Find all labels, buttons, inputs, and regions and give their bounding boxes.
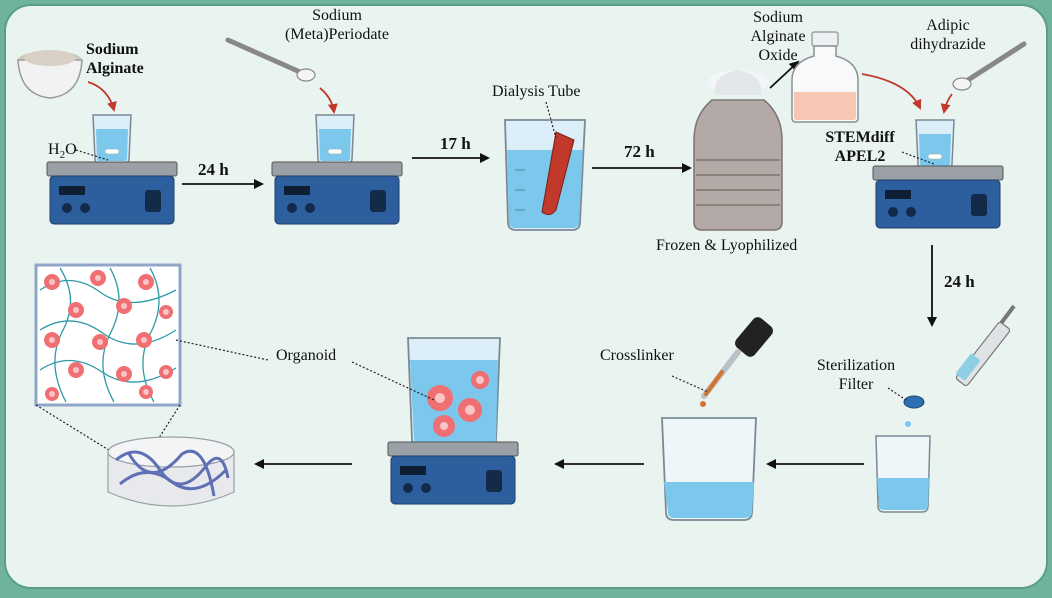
sterilization-line1: Sterilization bbox=[816, 357, 896, 374]
hydrogel-disc-icon bbox=[107, 436, 235, 507]
alginate-bowl-icon bbox=[17, 50, 83, 99]
crosslinker-beaker-icon bbox=[661, 417, 757, 521]
periodate-line1: Sodium bbox=[312, 7, 362, 24]
water-o: O bbox=[65, 141, 77, 158]
time-step-4: 24 h bbox=[944, 272, 975, 291]
crosslinker-label: Crosslinker bbox=[600, 347, 674, 364]
periodate-line2: (Meta)Periodate bbox=[285, 26, 389, 43]
spatula-icon-2 bbox=[952, 41, 1027, 91]
dialysis-tube-label: Dialysis Tube bbox=[492, 83, 581, 100]
organoid-pointer-right bbox=[351, 361, 435, 401]
dialysis-beaker-icon bbox=[504, 119, 586, 231]
diagram-panel bbox=[4, 4, 1048, 589]
water-h: H bbox=[48, 141, 60, 158]
sodium-alginate-line1: Sodium bbox=[86, 41, 139, 58]
stemdiff-line1: STEMdiff bbox=[825, 129, 895, 146]
beaker-icon bbox=[92, 114, 132, 164]
filtered-beaker-icon bbox=[875, 435, 931, 513]
frozen-label: Frozen & Lyophilized bbox=[656, 237, 798, 254]
crosslinker-pointer bbox=[671, 375, 709, 393]
stemdiff-pointer bbox=[901, 151, 935, 165]
arrow-to-oxide bbox=[769, 60, 800, 89]
time-step-1: 24 h bbox=[198, 160, 229, 179]
organoid-label: Organoid bbox=[276, 347, 337, 364]
adipic-line1: Adipic bbox=[926, 17, 970, 34]
adipic-label: Adipic dihydrazide bbox=[900, 16, 996, 54]
syringe-filter-icon bbox=[903, 304, 1016, 427]
add-arrow-adipic bbox=[940, 93, 953, 114]
organoid-icon bbox=[427, 371, 489, 437]
time-step-2: 17 h bbox=[440, 134, 471, 153]
water-pointer bbox=[75, 149, 109, 161]
adipic-line2: dihydrazide bbox=[910, 36, 986, 53]
add-arrow-2 bbox=[319, 87, 338, 114]
spatula-icon bbox=[225, 37, 316, 82]
oxide-line2: Alginate bbox=[750, 28, 806, 45]
sterilization-line2: Filter bbox=[838, 376, 874, 393]
beaker-icon-3 bbox=[915, 119, 955, 169]
inset-pointer-left bbox=[35, 404, 113, 453]
water-sub: 2 bbox=[59, 149, 66, 162]
dropper-icon bbox=[700, 317, 773, 407]
time-step-3: 72 h bbox=[624, 142, 655, 161]
hot-plate-icon bbox=[46, 161, 178, 225]
inset-pointer-right bbox=[149, 404, 181, 453]
beaker-icon-2 bbox=[315, 114, 355, 164]
vial-icon bbox=[791, 31, 859, 123]
hydrogel-network-icon bbox=[34, 263, 182, 407]
sodium-alginate-line2: Alginate bbox=[86, 60, 144, 77]
periodate-label: Sodium (Meta)Periodate bbox=[262, 6, 412, 44]
water-label: H2O bbox=[48, 140, 77, 165]
add-arrow-oxide bbox=[861, 73, 922, 110]
stemdiff-line2: APEL2 bbox=[834, 148, 886, 165]
hot-plate-icon-3 bbox=[872, 165, 1004, 229]
hot-plate-icon-2 bbox=[271, 161, 403, 225]
hot-plate-icon-4 bbox=[387, 441, 519, 505]
oxide-line1: Sodium bbox=[753, 9, 803, 26]
oxide-line3: Oxide bbox=[758, 47, 798, 64]
add-arrow-1 bbox=[87, 81, 117, 112]
lyophilizer-icon bbox=[693, 70, 783, 231]
